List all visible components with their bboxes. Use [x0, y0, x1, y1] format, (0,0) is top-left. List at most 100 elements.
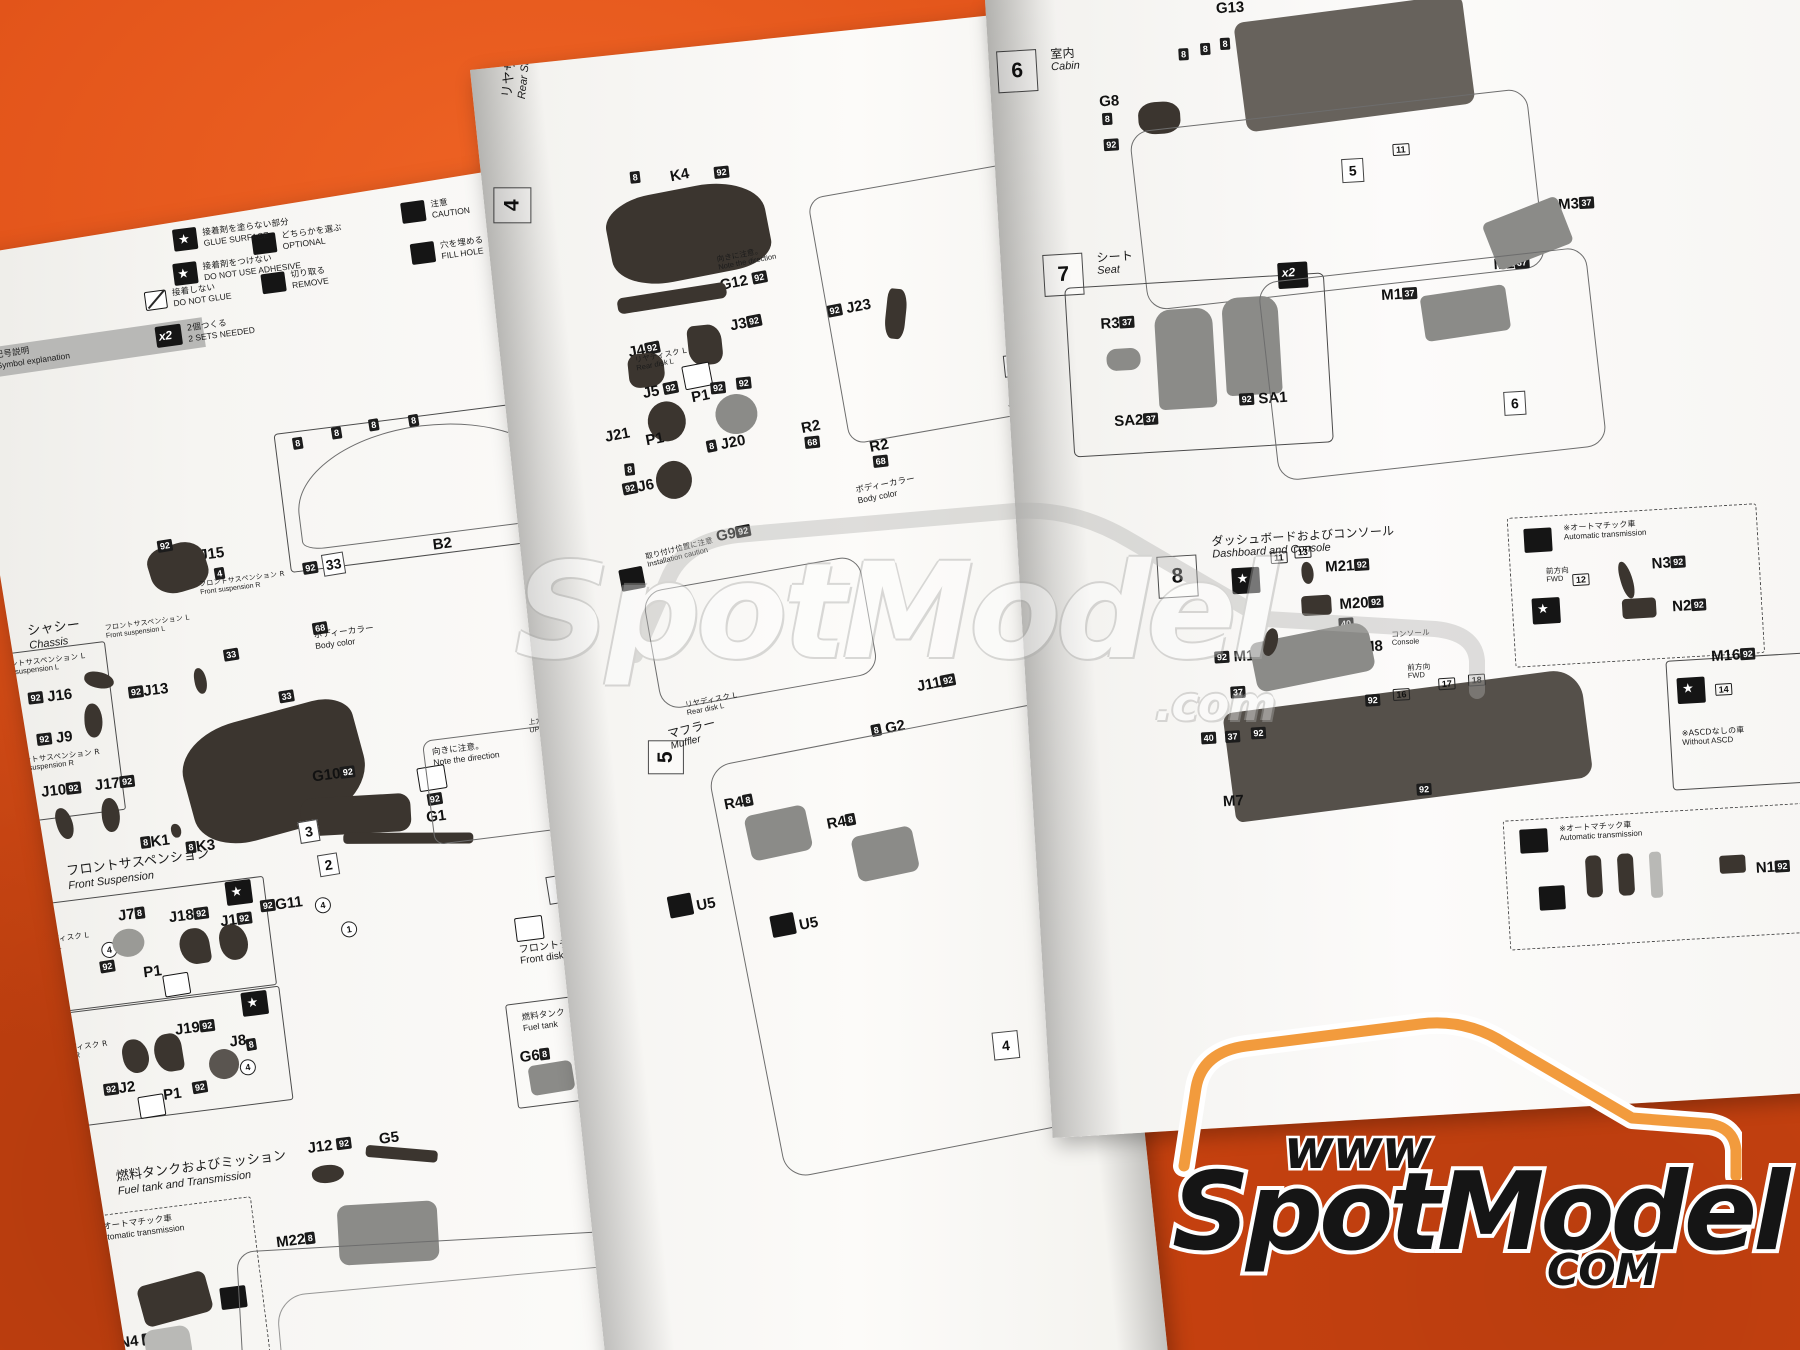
part-G8: G8: [1098, 92, 1120, 111]
step-box-3: 3: [297, 819, 321, 844]
tag-dash-16: 16: [1392, 688, 1411, 703]
tag-dash-11: 11: [1270, 551, 1288, 566]
optional-icon-at-right: [1523, 527, 1553, 553]
logo-name-text: SpotModel: [1168, 1146, 1794, 1279]
caution-icon-mid: [618, 565, 646, 592]
sprue-part-G5: [365, 1144, 439, 1163]
spotmodel-logo: www SpotModel COM: [1142, 1000, 1794, 1320]
part-G9: G992: [715, 522, 753, 545]
star-glyph-m16: ★: [1681, 680, 1695, 696]
label-fwd-a: 前方向 FWD: [1407, 661, 1431, 681]
tag-m16-14: 14: [1714, 682, 1733, 698]
circ-1-g: 1: [339, 920, 359, 939]
tag-G13-c: 8: [1219, 37, 1231, 53]
part-M7: M7: [1222, 792, 1245, 811]
sprue-part-M21: [1300, 561, 1315, 585]
step-box-33: 33: [320, 551, 347, 577]
tag-G13-a: 8: [1178, 48, 1189, 63]
tag-at-12: 12: [1572, 573, 1590, 588]
tag-33-a: 33: [222, 647, 240, 664]
seat-left-graphic: [1153, 307, 1218, 411]
circ-4-g: 4: [313, 896, 333, 915]
star-arrow-glyph: ★: [176, 265, 190, 282]
step-box-2: 2: [316, 852, 341, 878]
cabin-interior-drawing: [1257, 246, 1608, 482]
tag-B2-8a: 8: [291, 436, 304, 452]
step-box-4: 4: [991, 1030, 1021, 1061]
part-J20: 8 J20: [705, 432, 747, 456]
part-P1-mid: P1: [689, 386, 712, 407]
sprue-part-R3: [1105, 347, 1142, 372]
sprue-part-K1: [170, 823, 183, 839]
remove-icon-pedals: [1538, 885, 1566, 911]
do-not-glue-icon-fs2: [137, 1093, 167, 1120]
star-glyph-at: ★: [1536, 600, 1550, 617]
manual-page-right: 6 室内 Cabin G13 8 8 8 G8 8 92 5 11 7 シート …: [985, 0, 1800, 1138]
tag-dash-92a: 92: [1250, 726, 1267, 742]
part-J17: J1792: [94, 773, 136, 794]
tag-body-color-68: 68: [311, 620, 329, 637]
sprue-part-N2: [1621, 597, 1657, 620]
part-P1-mid2: P1: [644, 429, 666, 450]
star-glyph-dash: ★: [1236, 570, 1249, 587]
part-R2-a: R2: [799, 416, 822, 438]
optional-icon-pedals: [1519, 828, 1549, 854]
tag-R2-a-68: 68: [804, 435, 821, 451]
tag-dash-13: 13: [1293, 545, 1312, 561]
sprue-part-J12: [310, 1162, 346, 1186]
part-J3: J392: [729, 312, 763, 334]
tag-K4-a: 8: [629, 170, 641, 186]
differential-assembly-drawing: [641, 554, 880, 711]
sprue-part-M20: [1300, 594, 1333, 617]
part-P1-fs: P1: [142, 962, 163, 982]
part-K4: K4: [668, 164, 691, 186]
do-not-glue-icon-fs: [162, 971, 192, 998]
part-U5-a: U5: [695, 894, 718, 915]
tag-dash-18: 18: [1467, 673, 1486, 689]
part-J8: J8: [228, 1031, 248, 1051]
sprue-part-J20: [713, 391, 760, 437]
tag-G13-b: 8: [1199, 42, 1211, 58]
tag-R2-b-68: 68: [872, 454, 889, 469]
star-glyph-fs1: ★: [229, 883, 244, 900]
do-not-glue-icon-fdr: [513, 914, 545, 943]
part-J11: J1192: [915, 671, 957, 695]
tag-J20-92a: 92: [709, 381, 727, 396]
remove-icon-u5a: [666, 892, 695, 919]
label-installation-caution: 取り付け位置に注意 Installation caution: [644, 535, 714, 570]
tag-G8-a: 8: [1101, 112, 1113, 128]
pedal-graphic-b: [1616, 853, 1636, 896]
tag-B2-8b: 8: [330, 426, 343, 441]
sprue-part-G12: [616, 281, 728, 315]
step-box-cabin-6: 6: [1503, 390, 1527, 416]
tag-J20-92b: 92: [735, 376, 752, 391]
sprue-part-J6: [654, 459, 694, 501]
part-G5: G5: [378, 1128, 401, 1148]
part-J12: J12 92: [307, 1135, 353, 1157]
part-P1-fs2: P1: [162, 1084, 183, 1104]
pedal-graphic-a: [1584, 854, 1604, 898]
ascd-frame: [1665, 647, 1800, 791]
sprue-part-J3: [686, 323, 725, 367]
x2-icon-text: x2: [157, 327, 173, 344]
step-title-seat: シート Seat: [1096, 248, 1134, 278]
logo-car-outline-icon: [1173, 1011, 1742, 1180]
tag-dash-17: 17: [1438, 677, 1456, 692]
part-J7: J78: [117, 904, 146, 925]
section-title-fuel-transmission: 燃料タンクおよびミッション Fuel tank and Transmission: [115, 1148, 288, 1198]
label-front-susp-r-2: フロントサスペンション R Front suspension R: [198, 569, 286, 597]
tag-dash-92c: 92: [1416, 782, 1432, 798]
part-J13: 92J13: [127, 680, 169, 702]
part-B2: B2: [431, 534, 453, 554]
tag-G8-b: 92: [1103, 138, 1120, 153]
step-title-muffler: マフラー Muffler: [666, 715, 717, 753]
tag-console-37: 37: [1230, 685, 1246, 701]
